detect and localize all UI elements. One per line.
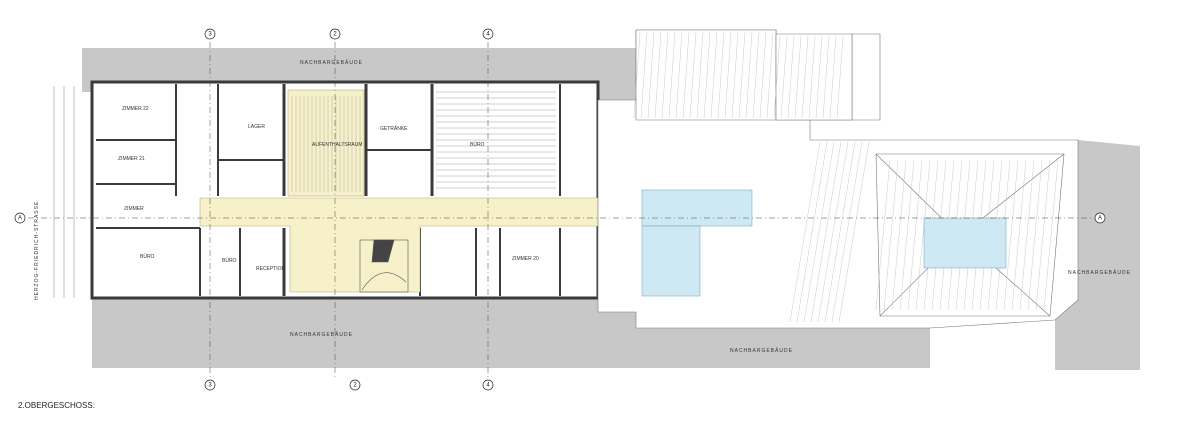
axis-label-bottom-3: 4	[486, 383, 490, 389]
room-label-lager: LAGER	[248, 124, 265, 130]
neighbor-label-north: NACHBARGEBÄUDE	[300, 59, 363, 66]
roof-stripe	[810, 141, 842, 323]
roof-stripe	[808, 35, 816, 119]
axis-bubble-labels: 3 2 4 3 2 4 A A	[18, 32, 1102, 389]
axis-bubble-bottom-1	[204, 379, 216, 391]
axis-bubble-bottom-3	[482, 379, 494, 391]
roof-stripe	[738, 31, 746, 119]
room-label-zimmer-22: ZIMMER 22	[122, 106, 149, 112]
roof-stripe	[796, 141, 828, 323]
roof-stripe	[710, 31, 718, 119]
roof-stripe	[794, 35, 802, 119]
roof-stripe	[789, 141, 821, 323]
roof-stripe	[696, 31, 704, 119]
axis-label-bottom-2: 2	[353, 383, 357, 389]
neighbor-south	[92, 298, 930, 368]
skylights	[641, 189, 1007, 297]
axis-bubble-left	[14, 212, 26, 224]
room-label-getraenke: GETRÄNKE	[380, 125, 408, 132]
roof-stripe	[766, 31, 774, 119]
roof-stripe	[875, 159, 891, 311]
roof-stripe	[682, 31, 690, 119]
roof-stripe	[801, 35, 809, 119]
room-label-buero-south: BÜRO	[222, 257, 237, 264]
floor-hatch-buero	[436, 91, 556, 189]
roof-stripe	[838, 141, 870, 323]
roof-stripe	[759, 31, 767, 119]
roof-stripe	[891, 159, 907, 311]
roof-stripe	[1003, 159, 1019, 311]
roof-stripe	[745, 31, 753, 119]
roof-stripe	[803, 141, 835, 323]
roof-stripe	[1011, 159, 1027, 311]
axis-bubbles	[14, 28, 1106, 391]
roof-stripe	[633, 31, 641, 119]
street-label: HERZOG-FRIEDRICH-STRASSE	[34, 201, 40, 300]
roof-stripe	[647, 31, 655, 119]
drawing-title: 2.OBERGESCHOSS:	[18, 401, 95, 410]
axis-label-top-2: 2	[333, 32, 337, 38]
roof-stripe	[915, 159, 931, 311]
room-label-buero-north: BÜRO	[470, 141, 485, 148]
roof-stripe	[883, 159, 899, 311]
axis-bubble-right	[1094, 212, 1106, 224]
roof-stripe	[689, 31, 697, 119]
roof-stripe	[668, 31, 676, 119]
roof-stripe	[831, 141, 863, 323]
axis-label-left: A	[18, 216, 22, 222]
roof-stripe	[787, 35, 795, 119]
axis-label-right: A	[1098, 216, 1102, 222]
room-label-zimmer: ZIMMER	[124, 206, 144, 212]
axis-bubble-top-2	[329, 28, 341, 40]
roof-stripe	[1043, 159, 1059, 311]
axis-bubble-top-1	[204, 28, 216, 40]
room-label-zimmer-20: ZIMMER 20	[512, 256, 539, 262]
axis-bubble-bottom-2	[349, 379, 361, 391]
roof-stripe	[1035, 159, 1051, 311]
roof-stripe	[661, 31, 669, 119]
roof-stripe	[731, 31, 739, 119]
roof-stripe	[780, 35, 788, 119]
roof-stripe	[752, 31, 760, 119]
roof-stripe	[822, 35, 830, 119]
roof-stripe	[724, 31, 732, 119]
roof-stripes	[633, 31, 1059, 323]
axis-label-top-3: 4	[486, 32, 490, 38]
roof-stripe	[773, 35, 781, 119]
roof-stripe	[899, 159, 915, 311]
roof-stripe	[717, 31, 725, 119]
axis-bubble-top-3	[482, 28, 494, 40]
room-label-reception: RECEPTION	[256, 266, 286, 272]
roof-stripe	[824, 141, 856, 323]
roof-stripe	[829, 35, 837, 119]
axis-label-bottom-1: 3	[208, 383, 212, 389]
room-label-aufenthaltsraum: AUFENTHALTSRAUM	[312, 142, 362, 148]
neighbor-label-east: NACHBARGEBÄUDE	[1068, 269, 1131, 276]
room-label-buero-west: BÜRO	[140, 253, 155, 260]
neighbor-label-south: NACHBARGEBÄUDE	[290, 331, 353, 338]
dimension-lines-west	[53, 86, 75, 298]
roof-stripe	[1019, 159, 1035, 311]
room-labels: ZIMMER 22 ZIMMER 21 ZIMMER BÜRO LAGER AU…	[118, 106, 539, 272]
roof-stripe	[703, 31, 711, 119]
roof-stripe	[907, 159, 923, 311]
neighbor-label-south-east: NACHBARGEBÄUDE	[730, 347, 793, 354]
roof-stripe	[836, 35, 844, 119]
roof-stripe	[654, 31, 662, 119]
corridor	[199, 89, 599, 293]
roof-stripe	[815, 35, 823, 119]
floor-hatch-aufenthaltsraum	[291, 96, 361, 192]
roof-stripe	[1027, 159, 1043, 311]
roof-stripe	[640, 31, 648, 119]
axis-label-top-1: 3	[208, 32, 212, 38]
staircase	[359, 239, 409, 293]
roof-stripe	[675, 31, 683, 119]
room-label-zimmer-21: ZIMMER 21	[118, 156, 145, 162]
roof-stripe	[817, 141, 849, 323]
neighbor-east	[1055, 140, 1140, 370]
grid-axes	[28, 42, 1094, 378]
